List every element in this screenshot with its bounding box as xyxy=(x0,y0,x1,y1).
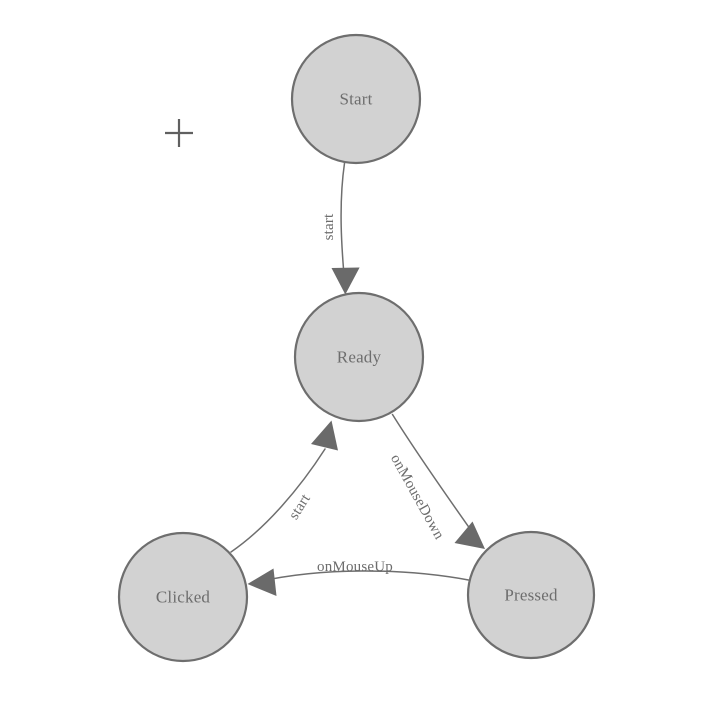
node-start-label: Start xyxy=(339,90,372,109)
edge-start-to-ready-arrowhead xyxy=(331,267,360,295)
edge-ready-to-pressed[interactable]: onMouseDown xyxy=(387,413,485,550)
node-pressed-circle[interactable] xyxy=(466,530,596,660)
edge-pressed-to-clicked-arrowhead xyxy=(247,568,277,596)
edge-label-pressed-to-clicked: onMouseUp xyxy=(317,559,393,575)
edge-ready-to-pressed-path[interactable] xyxy=(391,413,480,543)
node-ready[interactable]: Ready xyxy=(293,291,425,423)
plus-marker-icon xyxy=(165,119,193,147)
node-clicked-circle[interactable] xyxy=(117,531,249,663)
edge-ready-to-pressed-arrowhead xyxy=(454,521,485,549)
node-ready-label: Ready xyxy=(337,348,382,367)
node-ready-circle[interactable] xyxy=(293,291,425,423)
edge-clicked-to-ready-path[interactable] xyxy=(230,448,326,553)
node-pressed[interactable]: Pressed xyxy=(466,530,596,660)
edge-label-start-to-ready: start xyxy=(321,213,337,240)
node-start[interactable]: Start xyxy=(290,33,422,165)
edge-pressed-to-clicked-path[interactable] xyxy=(258,570,470,583)
node-clicked[interactable]: Clicked xyxy=(117,531,249,663)
edge-start-to-ready[interactable]: start xyxy=(321,162,360,295)
edge-clicked-to-ready[interactable]: start xyxy=(230,420,338,553)
edge-pressed-to-clicked[interactable]: onMouseUp xyxy=(247,559,470,596)
node-start-circle[interactable] xyxy=(290,33,422,165)
node-pressed-label: Pressed xyxy=(504,586,558,605)
edge-clicked-to-ready-arrowhead xyxy=(311,420,338,451)
node-clicked-label: Clicked xyxy=(156,588,211,607)
edge-label-ready-to-pressed: onMouseDown xyxy=(387,452,447,543)
